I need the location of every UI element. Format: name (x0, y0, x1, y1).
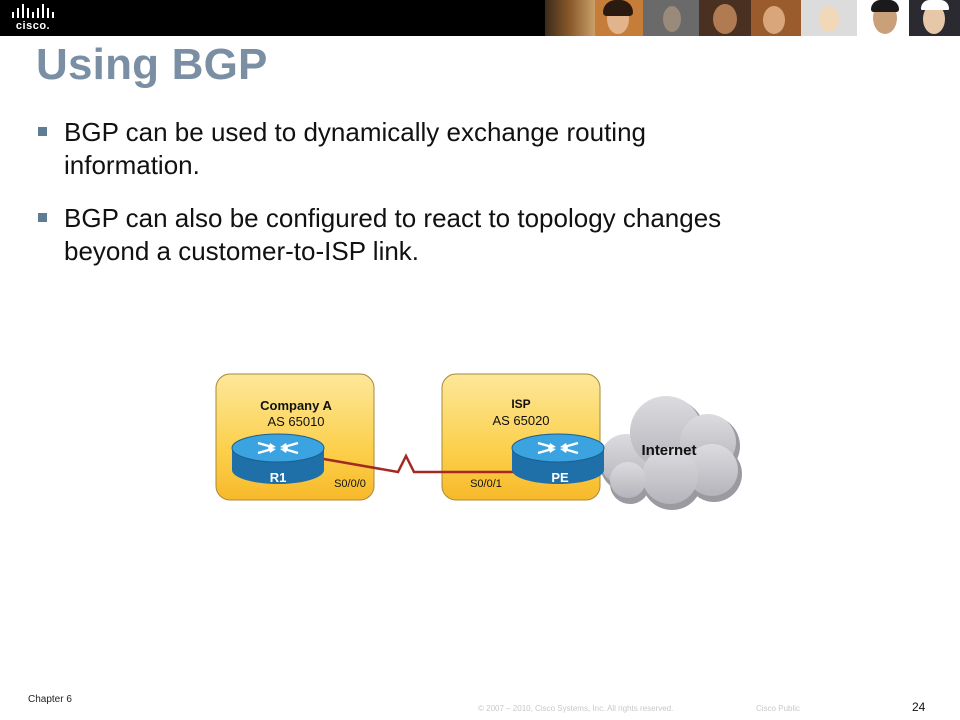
header-bar: cisco. (0, 0, 960, 36)
internet-cloud-icon (600, 396, 742, 510)
interface-s001-label: S0/0/1 (470, 478, 502, 490)
isp-name-label: ISP (511, 397, 530, 411)
serial-link (317, 453, 516, 474)
footer-copyright: © 2007 – 2010, Cisco Systems, Inc. All r… (478, 704, 674, 713)
company-name-label: Company A (260, 398, 332, 413)
interface-s000-label: S0/0/0 (334, 478, 366, 490)
bullet-item: BGP can be used to dynamically exchange … (38, 116, 918, 182)
slide-title: Using BGP (36, 40, 268, 89)
cisco-logo: cisco. (6, 2, 60, 34)
bullet-text-line: BGP can be used to dynamically exchange … (64, 117, 646, 147)
bullet-item: BGP can also be configured to react to t… (38, 202, 918, 268)
square-bullet-icon (38, 213, 47, 222)
header-photo-strip (545, 0, 960, 36)
router-r1-icon (231, 433, 325, 484)
cisco-bridge-logo-icon (12, 4, 54, 18)
footer-classification: Cisco Public (756, 704, 801, 713)
bullet-text-line: information. (64, 150, 200, 180)
bullet-text-line: BGP can also be configured to react to t… (64, 203, 722, 233)
router-pe-label: PE (551, 470, 569, 485)
page-number: 24 (912, 700, 926, 714)
logo-text: cisco. (15, 20, 51, 32)
isp-as-label: AS 65020 (492, 413, 549, 428)
router-pe-icon (511, 433, 605, 484)
company-as-label: AS 65010 (267, 414, 324, 429)
router-r1-label: R1 (270, 470, 287, 485)
bullet-text-line: beyond a customer-to-ISP link. (64, 236, 420, 266)
bullet-list: BGP can be used to dynamically exchange … (38, 116, 918, 288)
footer-chapter: Chapter 6 (28, 694, 72, 705)
square-bullet-icon (38, 127, 47, 136)
internet-label: Internet (641, 442, 696, 459)
